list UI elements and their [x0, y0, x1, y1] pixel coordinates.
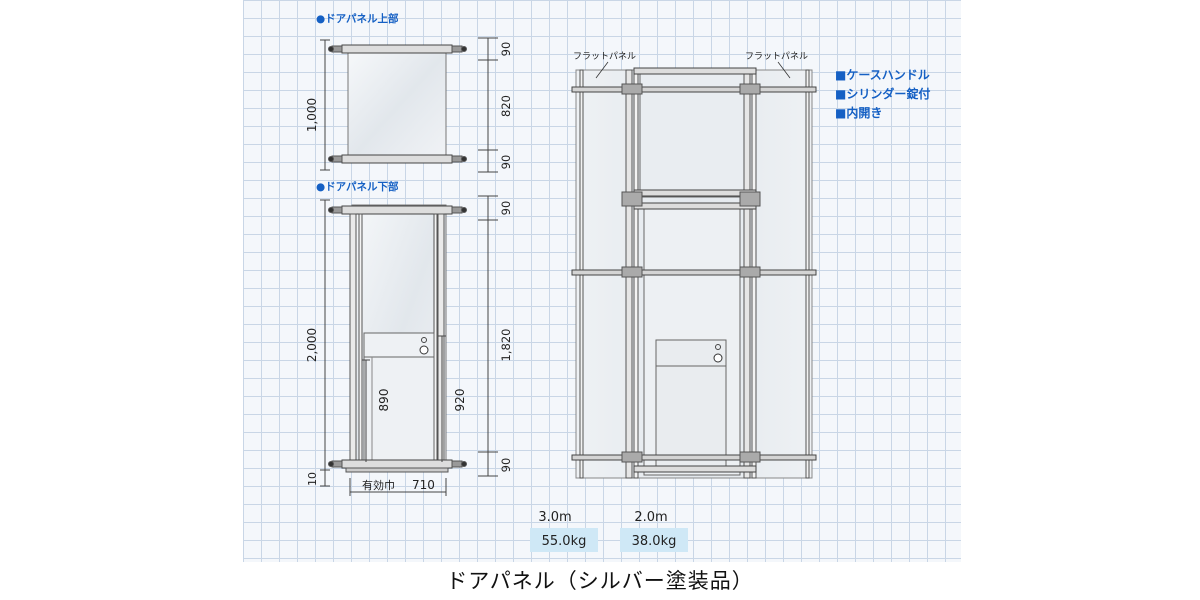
lower-dim-middle: 1,820 [499, 329, 513, 362]
flat-panel-right-label: フラットパネル [745, 51, 808, 62]
upper-dimension-right [478, 37, 498, 173]
spec-height-2m: 2.0m [634, 510, 667, 525]
upper-dim-middle: 820 [499, 95, 513, 117]
lower-dimension-right [478, 195, 498, 477]
upper-total-height: 1,000 [305, 98, 319, 132]
lower-dim-top: 90 [499, 201, 513, 216]
upper-panel [328, 44, 467, 164]
flat-panel-left-label: フラットパネル [573, 51, 636, 62]
spec-weight-3m: 55.0kg [542, 534, 587, 549]
feature-case-handle: ■ケースハンドル [835, 68, 930, 82]
caption: ドアパネル（シルバー塗装品） [446, 569, 754, 593]
weight-box-3m [530, 528, 598, 552]
upper-dim-top: 90 [499, 42, 513, 57]
flat-panel-leaders [595, 61, 791, 79]
assembly-view [571, 67, 817, 479]
effective-width-label: 有効巾 [362, 478, 395, 492]
door-height: 890 [377, 389, 391, 412]
door-frame-height: 920 [453, 389, 467, 412]
upper-section-title: ●ドアパネル上部 [316, 12, 399, 25]
lower-dimension-left [320, 199, 330, 487]
lower-section-title: ●ドアパネル下部 [316, 180, 399, 193]
effective-width-value: 710 [412, 478, 435, 492]
upper-dimension-left [320, 39, 330, 171]
spec-weight-2m: 38.0kg [632, 534, 677, 549]
effective-width-dimension [349, 478, 447, 496]
lower-dim-bottom: 90 [499, 458, 513, 473]
feature-cylinder-lock: ■シリンダー錠付 [835, 86, 930, 101]
spec-height-3m: 3.0m [538, 510, 571, 525]
bottom-gap: 10 [306, 472, 319, 486]
feature-inward-opening: ■内開き [835, 105, 882, 120]
upper-dim-bottom: 90 [499, 155, 513, 170]
door-dimensions [362, 335, 446, 462]
lower-panel [328, 204, 467, 473]
weight-box-2m [620, 528, 688, 552]
lower-total-height: 2,000 [305, 328, 319, 362]
